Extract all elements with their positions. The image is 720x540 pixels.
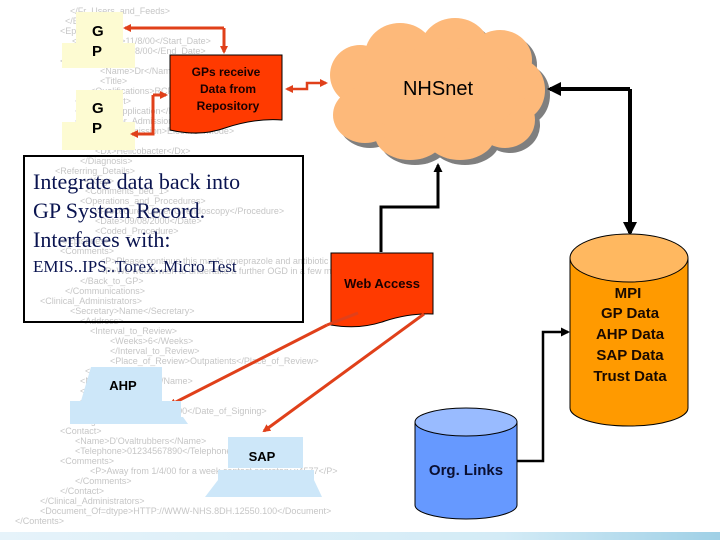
cylinder-top [414,407,518,437]
cylinder-body [414,422,518,520]
gps-receive-line-2: Data from [200,82,256,96]
bottom-decor-band [0,532,720,540]
background-xml-line: <End_Date>16/8/00</End_Date> [72,46,206,56]
background-xml-line: <Name>D'Ovaltrubbers</Name> [75,436,207,446]
background-xml-line: </Diagnosis> [80,156,133,166]
background-xml-line: <P>We would wish to undertake a further … [100,266,433,276]
gp-terminal-shape [62,90,135,150]
background-xml-line: </Comments> [75,476,132,486]
background-xml-line: </Interval_to_Review> [110,346,200,356]
gps-receive-data-document[interactable]: GPs receive Data from Repository [169,54,283,134]
background-xml-line: <Reason>Application</Reason> [75,106,205,116]
mpi-line-3: AHP Data [596,326,665,343]
info-line-4: EMIS..IPS..Torex..Micro Test [33,257,237,276]
background-xml-line: </Episodes> [60,236,111,246]
arrow-to-cloud [305,79,328,91]
cylinder-top [569,233,689,283]
gp2-line1: G [92,100,104,117]
background-xml-line: <Telephone>01234567890</Telephone> [75,446,237,456]
web-access-document[interactable]: Web Access [330,252,434,328]
background-xml-line: <Mode_of_Admission>Elective</Mode> [75,126,235,136]
background-xml-line: <Start_Date>11/8/00</Start_Date> [72,36,211,46]
gp1-line2: P [92,43,102,60]
background-xml-line: <P>Please continue this man's omeprazole… [100,256,402,266]
gp-terminal-shape [62,12,135,68]
background-xml-line: <Operations_and_Procedures> [80,196,206,206]
terminal-shape [70,367,188,424]
background-xml-line: </Contact> [60,486,105,496]
mpi-line-4: SAP Data [596,347,664,364]
background-xml-line: <Clinical_Administrators> [40,296,143,306]
background-xml-line: <Referring_Details> [55,166,136,176]
info-line-1: Integrate data back into [33,169,241,194]
background-xml-line: <Dx>Helicobacter</Dx> [95,146,191,156]
web-access-label: Web Access [344,276,420,291]
background-xml-line: </Communications> [65,286,146,296]
background-xml-line: <Reason_for_Admission> [75,116,179,126]
background-xml-line: <Comments_bed_1> [85,186,170,196]
background-xml-line: <Comments> [60,246,115,256]
arrow-web-to-cloud [379,163,443,252]
terminal-screen [228,437,303,468]
background-xml-line: <Xray> [85,176,115,186]
arrow-web-to-sap [262,312,425,433]
mpi-line-5: Trust Data [593,368,667,385]
document-shape [169,54,283,134]
nhsnet-label: NHSnet [403,78,473,100]
background-xml-line: <Contact> [60,426,102,436]
terminal-base [81,401,181,417]
cylinder-body [569,258,689,427]
nhsnet-cloud[interactable]: NHSnet [330,18,550,165]
background-xml-line: <Title> [100,76,128,86]
arrow-web-to-ahp [168,323,328,407]
org-links-database[interactable]: Org. Links [414,407,518,520]
sap-label: SAP [249,449,276,464]
background-xml-line: </Back_to_GP> [80,276,144,286]
background-xml-line: <Comments> [60,456,115,466]
background-xml-line: <Date>09/08/2000</Date> [95,216,202,226]
background-xml-line: <Interval_to_Review> [90,326,178,336]
info-line-2: GP System Record. [33,198,206,223]
gp-terminal-1[interactable]: G P [62,12,135,68]
gp-doc-connectors [123,24,328,138]
mpi-line-1: MPI [615,285,642,302]
terminal-stand [205,480,322,497]
background-xml-line: <Coded_Procedure> [95,226,179,236]
background-xml-line: <Place_of_Review>Outpatients</Place_of_R… [110,356,319,366]
background-xml-line: <P>Away from 1/4/00 for a week contact s… [90,466,338,476]
cloud-body [330,18,545,160]
sap-terminal[interactable]: SAP [205,437,322,497]
ahp-terminal[interactable]: AHP [70,367,188,424]
background-xml-line: </Fr_Users_and_Feeds> [70,6,171,16]
mpi-database[interactable]: MPI GP Data AHP Data SAP Data Trust Data [569,233,689,427]
background-xml-line: <Document_Of=dtype>HTTP://WWW-NHS.8DH.12… [40,506,332,516]
background-xml-line: </Contents> [15,516,65,526]
gp2-line2: P [92,120,102,137]
gp1-line1: G [92,23,104,40]
background-xml-line: <Weeks>6</Weeks> [110,336,194,346]
org-links-label: Org. Links [429,462,503,479]
document-shape [330,252,434,328]
integration-info-box: Integrate data back into GP System Recor… [23,155,304,323]
background-xml-line: <Name>Dr</Name> [100,66,182,76]
background-xml-line: <Secretary>Name</Secretary> [70,306,195,316]
info-line-3: Interfaces with: [33,227,171,252]
background-xml-line: </Clinical_Administrators> [40,496,145,506]
ahp-label: AHP [109,378,137,393]
arrow-web-tail [326,311,359,327]
arrow-to-gp2 [130,95,155,138]
gp-terminal-2[interactable]: G P [62,90,135,150]
background-xml-line: <Procedure>Upper GI endoscopy</Procedure… [95,206,285,216]
gps-receive-line-1: GPs receive [192,65,261,79]
gps-receive-line-3: Repository [197,99,260,113]
mpi-line-2: GP Data [601,305,660,322]
arrow-org-to-mpi [517,327,570,463]
